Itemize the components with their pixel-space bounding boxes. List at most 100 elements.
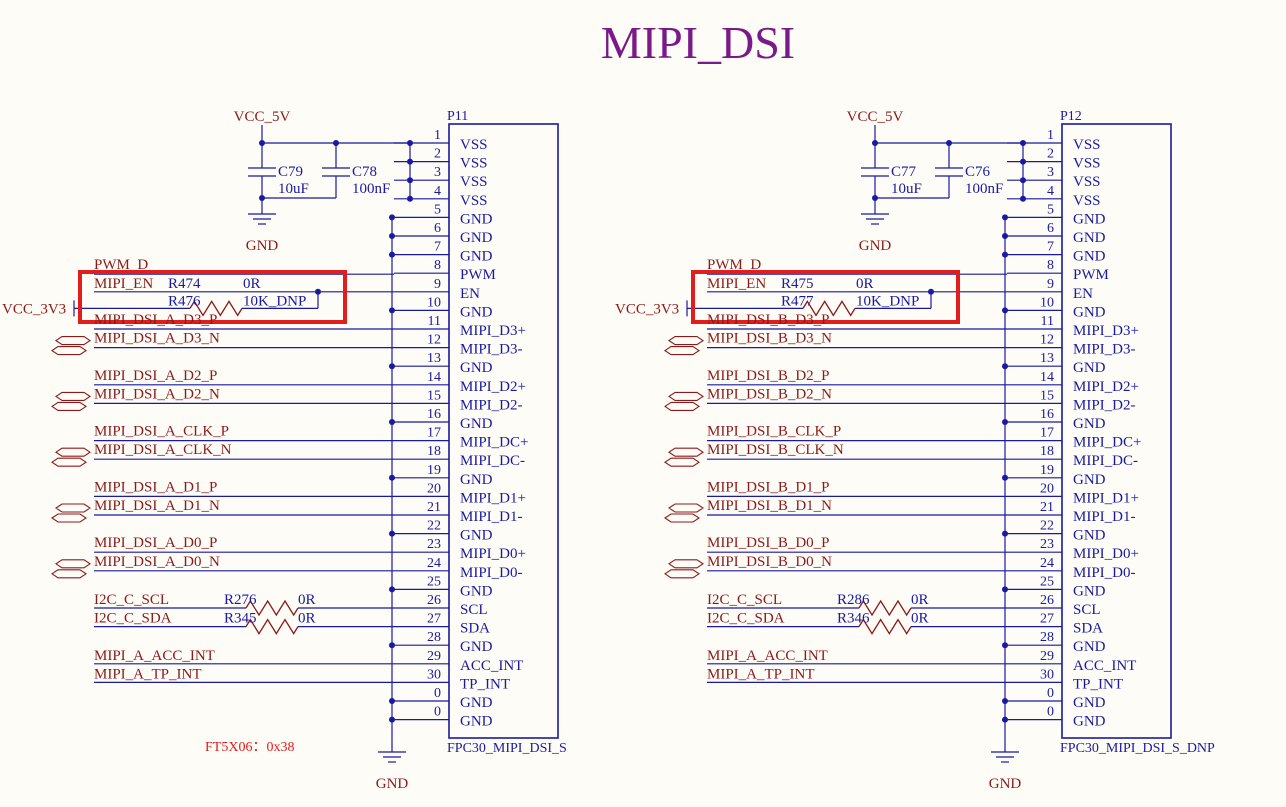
junction-dot (872, 140, 878, 146)
net-label: MIPI_DSI_B_CLK_P (707, 424, 841, 440)
capacitor-value: 10uF (278, 181, 309, 197)
capacitor-value: 10uF (891, 181, 922, 197)
junction-dot (1020, 158, 1026, 165)
junction-dot (1002, 419, 1008, 425)
pin-name: TP_INT (460, 676, 510, 692)
net-label: MIPI_DSI_B_D3_P (707, 312, 830, 328)
power-net-label: VCC_5V (234, 109, 291, 125)
resistor-symbol (858, 599, 912, 617)
pin-number: 18 (427, 444, 441, 459)
pin-name: MIPI_DC- (1073, 453, 1138, 469)
resistor-ref: R476 (168, 293, 201, 309)
pin-name: GND (460, 249, 493, 265)
junction-dot (389, 363, 395, 370)
junction-dot (1020, 195, 1026, 202)
capacitor-ref: C76 (965, 164, 991, 180)
junction-dot (333, 140, 339, 146)
vcc33-label: VCC_3V3 (615, 301, 679, 317)
pin-name: MIPI_D0- (1073, 565, 1136, 581)
diff-pair-marker (55, 391, 91, 401)
pin-name: MIPI_D2- (1073, 397, 1136, 413)
pin-number: 14 (1040, 370, 1054, 385)
capacitor-value: 100nF (352, 181, 390, 197)
pin-number: 27 (427, 612, 441, 627)
net-label: MIPI_DSI_A_D3_P (94, 312, 217, 328)
pin-number: 20 (427, 481, 441, 496)
junction-dot (1020, 177, 1026, 184)
pin-name: GND (1073, 304, 1106, 320)
diff-pair-marker (668, 336, 704, 346)
pin-number: 23 (1040, 537, 1054, 552)
resistor-value: 10K_DNP (243, 293, 306, 309)
net-label: MIPI_A_ACC_INT (707, 648, 828, 664)
pin-name: MIPI_D0+ (1073, 546, 1139, 562)
diff-pair-marker (55, 447, 91, 457)
resistor-value: 0R (298, 592, 316, 608)
pin-number: 19 (1040, 463, 1054, 478)
pin-number: 0 (1047, 705, 1054, 720)
resistor-symbol (245, 599, 299, 617)
pin-name: MIPI_DC+ (460, 435, 528, 451)
pin-number: 27 (1040, 612, 1054, 627)
pin-number: 5 (1047, 202, 1054, 217)
pin-number: 25 (1040, 574, 1054, 589)
pin-number: 5 (434, 202, 441, 217)
net-label: MIPI_EN (94, 276, 153, 292)
connector-ref: P12 (1060, 109, 1082, 124)
net-label: MIPI_DSI_B_D1_N (707, 498, 832, 514)
i2c-address-note: FT5X06：0x38 (205, 740, 294, 755)
vcc33-label: VCC_3V3 (2, 301, 66, 317)
pin-number: 24 (427, 556, 441, 571)
net-label: MIPI_DSI_A_CLK_P (94, 424, 229, 440)
pin-name: MIPI_D3+ (460, 323, 526, 339)
pin-name: GND (460, 583, 493, 599)
pin-name: GND (1073, 695, 1106, 711)
junction-dot (259, 140, 265, 146)
pin-number: 0 (434, 686, 441, 701)
pin-number: 16 (427, 407, 441, 422)
junction-dot (1002, 251, 1008, 258)
diff-pair-marker (51, 513, 87, 523)
pin-number: 15 (1040, 388, 1054, 403)
capacitor-value: 100nF (965, 181, 1003, 197)
pin-number: 30 (427, 667, 441, 682)
pin-name: ACC_INT (1073, 658, 1136, 674)
pin-name: PWM (1073, 267, 1109, 283)
junction-dot (407, 158, 413, 165)
highlight-box (78, 270, 347, 324)
pin-number: 4 (1047, 184, 1054, 199)
pin-number: 7 (1047, 240, 1054, 255)
diff-pair-marker (668, 391, 704, 401)
net-label: MIPI_DSI_A_D0_P (94, 535, 217, 551)
junction-dot (1002, 698, 1008, 704)
pin-number: 17 (1040, 426, 1054, 441)
pin-number: 28 (427, 630, 441, 645)
pin-number: 20 (1040, 481, 1054, 496)
net-label: MIPI_DSI_A_D0_N (94, 554, 220, 570)
net-label: MIPI_DSI_B_D0_P (707, 535, 830, 551)
pin-name: GND (1073, 472, 1106, 488)
pin-name: GND (460, 211, 493, 227)
pin-name: GND (1073, 416, 1106, 432)
pin-name: GND (1073, 583, 1106, 599)
junction-dot (1002, 363, 1008, 370)
pin-name: GND (1073, 639, 1106, 655)
pin-name: VSS (460, 137, 488, 153)
pin-name: ACC_INT (460, 658, 523, 674)
resistor-value: 0R (856, 276, 874, 292)
pin-number: 11 (428, 314, 441, 329)
pin-name: PWM (460, 267, 496, 283)
net-label: MIPI_DSI_B_CLK_N (707, 442, 844, 458)
resistor-value: 0R (911, 611, 929, 627)
junction-dot (1002, 214, 1008, 221)
gnd-label: GND (989, 776, 1022, 792)
gnd-label: GND (246, 238, 279, 254)
net-label: MIPI_DSI_A_D2_P (94, 368, 217, 384)
connector-body (448, 123, 559, 739)
pin-number: 21 (1040, 500, 1054, 515)
diff-pair-marker (51, 457, 87, 467)
junction-dot (389, 419, 395, 425)
pin-number: 17 (427, 426, 441, 441)
pin-number: 6 (434, 221, 441, 236)
diff-pair-marker (664, 513, 700, 523)
